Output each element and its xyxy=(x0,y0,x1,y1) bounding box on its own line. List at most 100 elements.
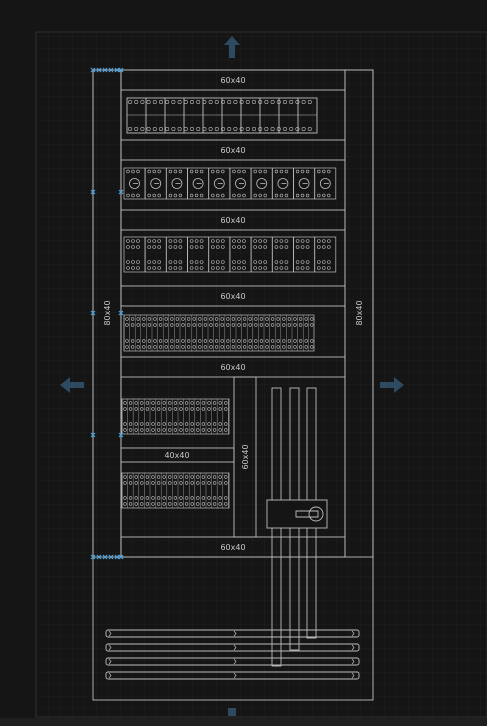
terminal-screw xyxy=(289,127,294,132)
terminal-screw xyxy=(128,422,133,426)
terminal-screw xyxy=(134,428,138,432)
terminal-screw xyxy=(216,193,220,198)
terminal-screw xyxy=(221,100,226,105)
terminal-screw xyxy=(293,339,297,343)
duct-2[interactable] xyxy=(120,139,346,161)
terminal-screw xyxy=(147,193,151,198)
terminal-screw xyxy=(300,266,305,270)
terminal-screw xyxy=(232,260,236,264)
terminal-screw xyxy=(173,481,178,485)
duct-3[interactable] xyxy=(120,209,346,231)
terminal-screw xyxy=(282,100,287,105)
terminal-screw xyxy=(173,260,178,264)
duct-1[interactable] xyxy=(120,69,346,91)
terminal-screw xyxy=(304,323,308,327)
terminal-screw xyxy=(264,127,269,132)
terminal-screw xyxy=(145,502,150,506)
terminal-screw xyxy=(190,428,194,432)
terminal-screw xyxy=(237,193,241,198)
terminal-screw xyxy=(190,100,195,105)
terminal-screw xyxy=(214,127,219,132)
terminal-screw xyxy=(134,127,139,132)
selection-handle xyxy=(96,67,102,73)
terminal-screw xyxy=(173,502,178,506)
terminal-screw xyxy=(295,100,300,105)
terminal-screw xyxy=(282,317,286,321)
terminal-screw xyxy=(136,266,140,270)
terminal-screw xyxy=(196,422,200,426)
terminal-screw xyxy=(145,401,150,405)
terminal-screw xyxy=(196,481,200,485)
terminal-screw xyxy=(128,502,133,506)
terminal-screw xyxy=(173,407,178,411)
arrow-up-icon[interactable] xyxy=(224,36,240,58)
terminal-screw xyxy=(145,422,150,426)
terminal-screw xyxy=(123,475,127,479)
main-switch[interactable] xyxy=(266,499,328,529)
terminal-screw xyxy=(173,169,178,174)
terminal-screw xyxy=(253,260,257,264)
rotary-breaker-icon xyxy=(235,178,246,189)
terminal-screw xyxy=(253,245,257,249)
terminal-screw xyxy=(218,481,222,485)
terminal-screw xyxy=(152,266,156,270)
arrow-right-icon[interactable] xyxy=(380,377,404,393)
terminal-screw xyxy=(212,401,217,405)
terminal-screw xyxy=(159,100,164,105)
terminal-screw xyxy=(203,345,208,349)
arrow-down-handle[interactable] xyxy=(228,708,236,716)
terminal-screw xyxy=(239,100,244,105)
terminal-screw xyxy=(151,496,155,500)
terminal-screw xyxy=(258,239,263,243)
terminal-screw xyxy=(207,475,211,479)
terminal-screw xyxy=(224,422,228,426)
terminal-screw xyxy=(179,502,183,506)
terminal-screw xyxy=(126,260,130,264)
terminal-screw xyxy=(259,339,264,343)
duct-right[interactable] xyxy=(344,69,374,558)
terminal-screw xyxy=(279,260,284,264)
terminal-screw xyxy=(168,475,172,479)
rotary-breaker-icon xyxy=(150,178,162,189)
terminal-screw xyxy=(140,422,144,426)
rail-marker xyxy=(233,672,237,679)
terminal-screw xyxy=(305,193,310,198)
terminal-screw xyxy=(253,169,257,174)
terminal-screw xyxy=(203,317,208,321)
terminal-screw xyxy=(284,245,289,249)
terminal-screw xyxy=(212,422,217,426)
duct-bottom[interactable] xyxy=(120,536,346,558)
terminal-screw xyxy=(316,239,321,243)
terminal-screw xyxy=(190,481,194,485)
terminal-screw xyxy=(134,475,138,479)
terminal-screw xyxy=(326,260,331,264)
terminal-screw xyxy=(131,169,135,174)
terminal-screw xyxy=(316,245,321,249)
terminal-screw xyxy=(212,502,217,506)
terminal-screw xyxy=(181,345,185,349)
rotary-breaker-icon xyxy=(171,178,183,189)
terminal-screw xyxy=(317,193,321,198)
selection-handles[interactable] xyxy=(90,67,124,560)
terminal-screw xyxy=(170,345,174,349)
terminal-screw xyxy=(224,502,228,506)
terminal-screw xyxy=(171,127,176,132)
terminal-screw xyxy=(196,401,200,405)
terminal-screw xyxy=(218,401,222,405)
terminal-screw xyxy=(284,239,289,243)
duct-vertical-inner[interactable] xyxy=(233,376,257,538)
terminal-screw xyxy=(224,475,228,479)
terminal-screw xyxy=(242,323,247,327)
duct-4[interactable] xyxy=(120,285,346,307)
terminal-screw xyxy=(202,127,207,132)
terminal-screw xyxy=(153,345,157,349)
terminal-screw xyxy=(295,193,300,198)
rail-marker xyxy=(233,630,237,637)
terminal-screw xyxy=(173,239,178,243)
terminal-screw xyxy=(220,323,224,327)
terminal-screw xyxy=(196,502,200,506)
arrow-left-icon[interactable] xyxy=(60,377,84,393)
terminal-screw xyxy=(173,475,178,479)
duct-5[interactable] xyxy=(120,356,346,378)
